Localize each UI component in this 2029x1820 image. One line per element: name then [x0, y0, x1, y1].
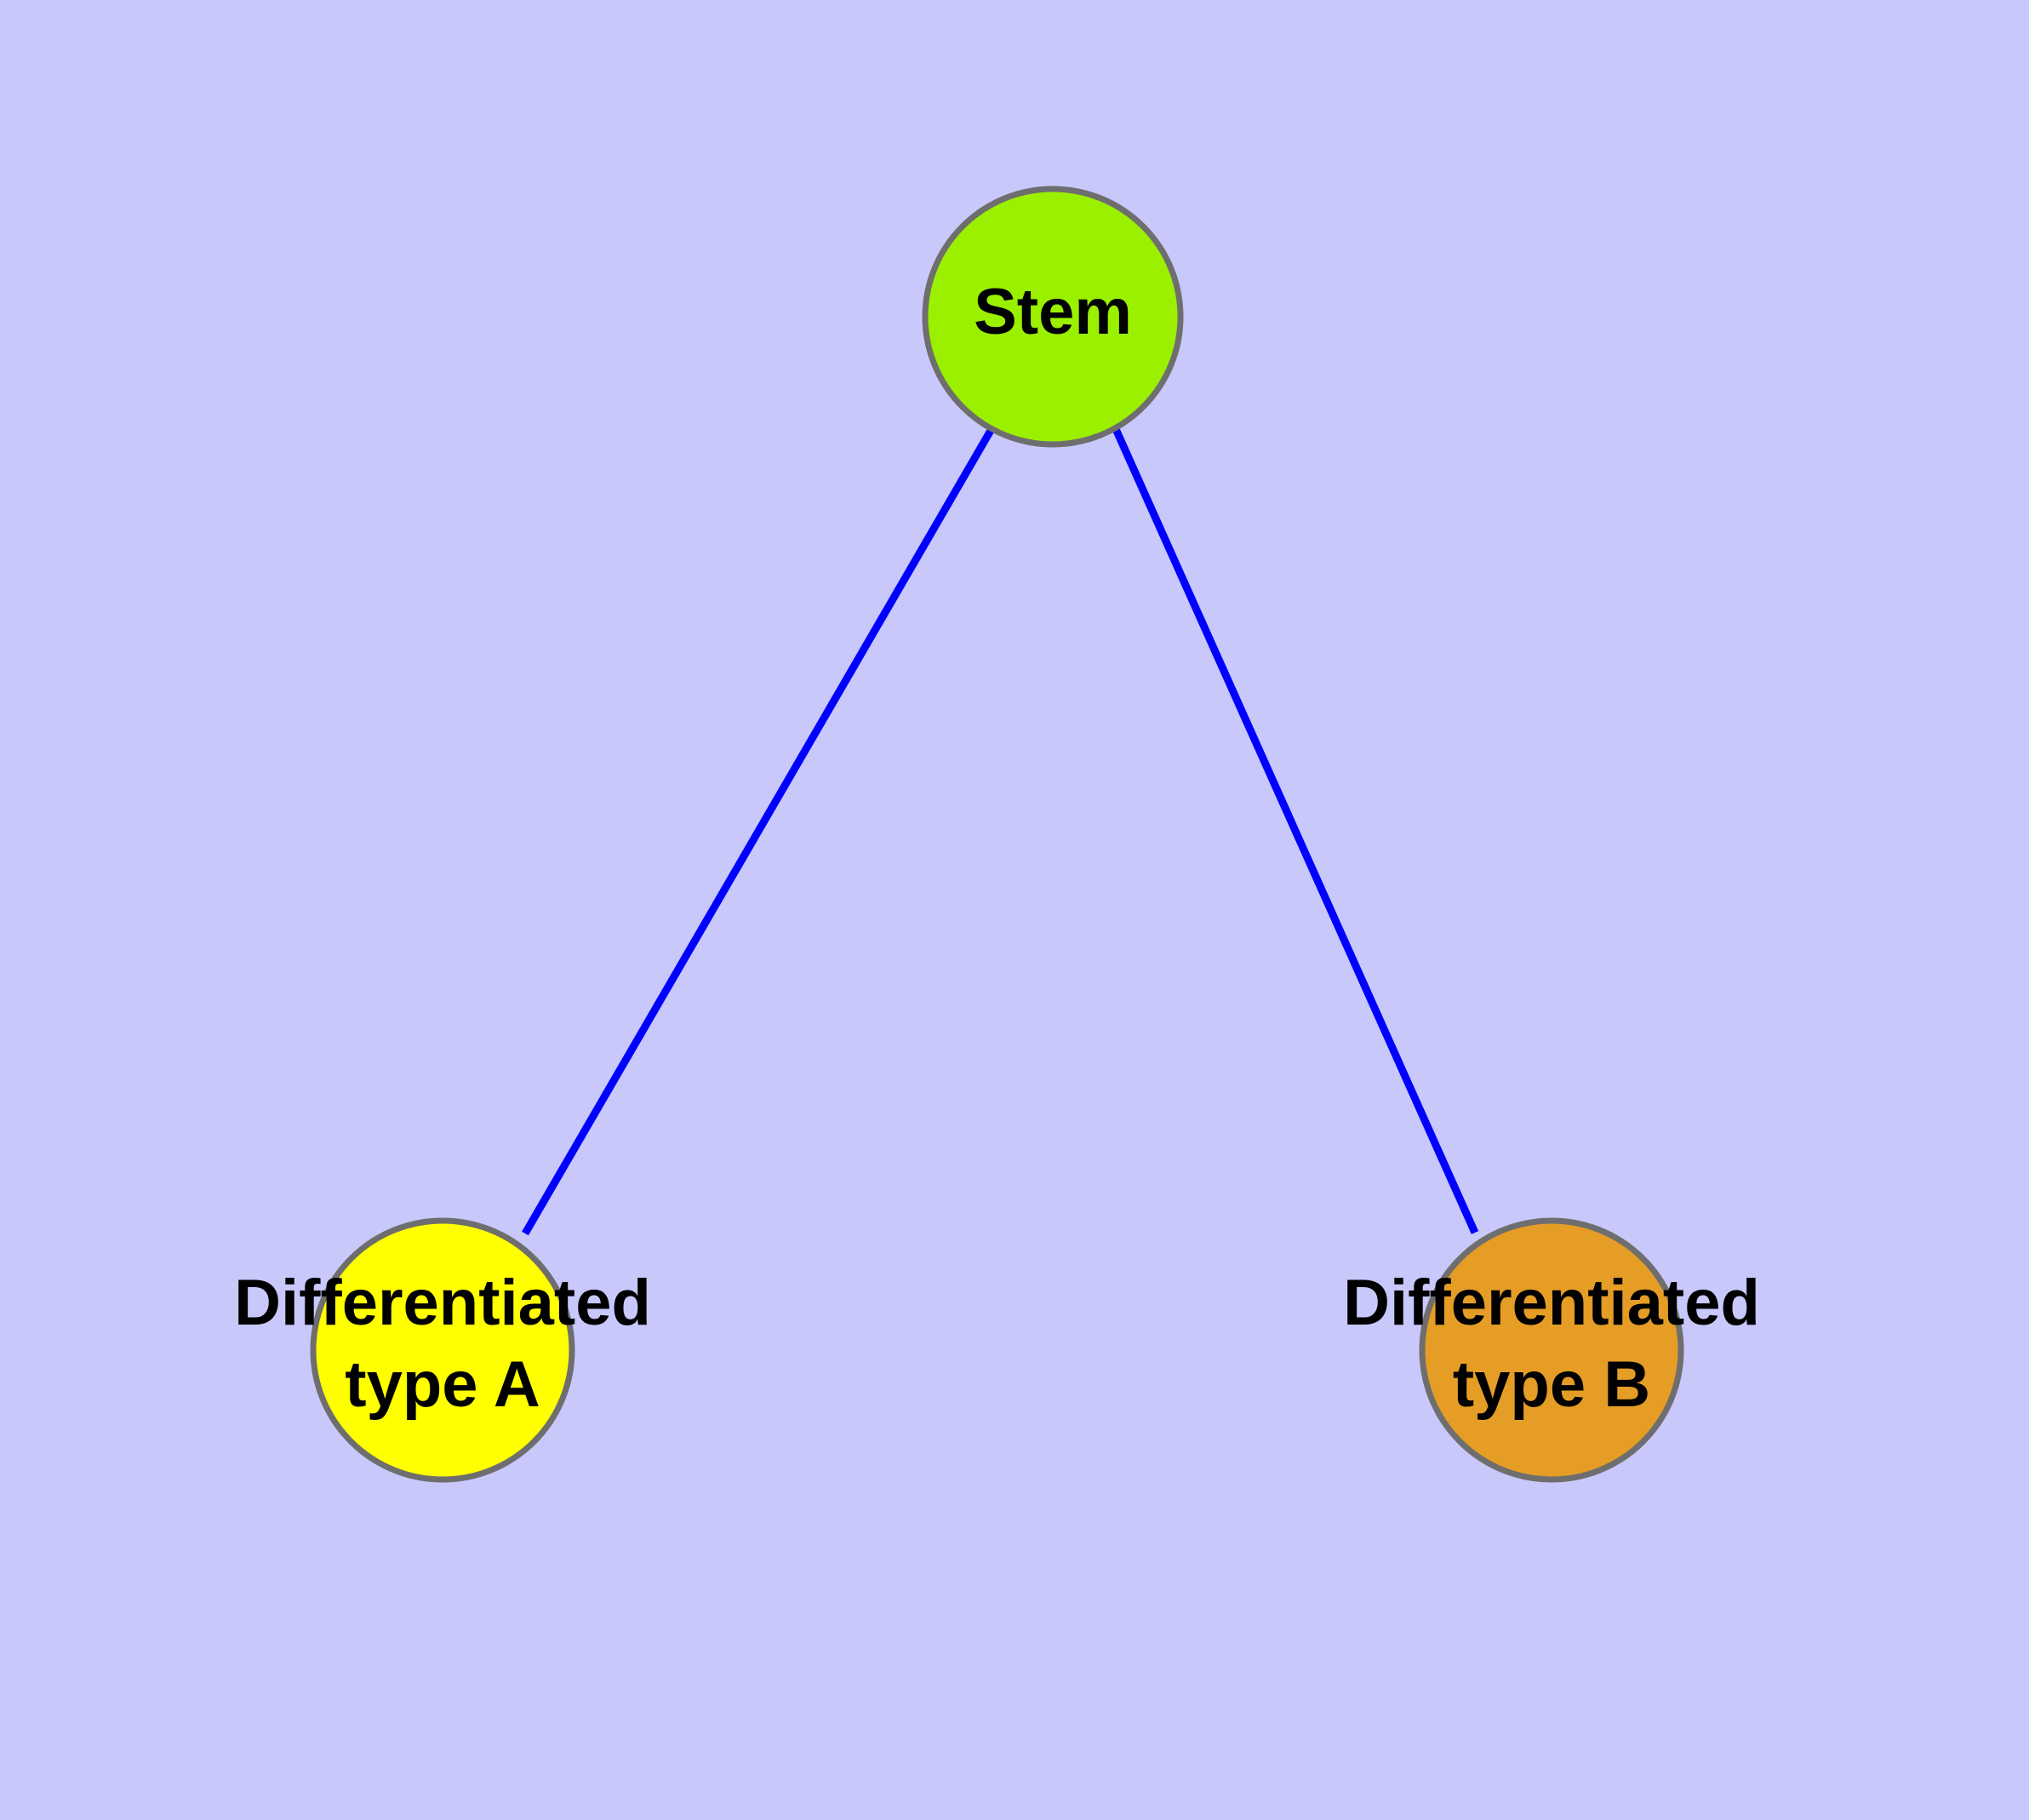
nodes-group: Stem	[310, 186, 1684, 1483]
node-stem[interactable]: Stem	[922, 186, 1184, 448]
node-stem-label: Stem	[974, 276, 1132, 348]
node-differentiated-type-b-circle[interactable]	[1419, 1217, 1684, 1483]
node-differentiated-type-b-label: Differentiated type B	[1343, 1267, 1760, 1421]
edges-group	[522, 426, 1479, 1236]
node-differentiated-type-a-label-line-1: Differentiated	[234, 1267, 651, 1339]
node-differentiated-type-a[interactable]	[310, 1217, 575, 1483]
node-differentiated-type-b[interactable]	[1419, 1217, 1684, 1483]
edge-stem-to-differentiated-type-b[interactable]	[1112, 427, 1479, 1234]
node-differentiated-type-b-label-line-2: type B	[1453, 1348, 1650, 1421]
labels-group: Differentiated type A Differentiated typ…	[234, 1267, 1760, 1421]
node-differentiated-type-a-circle[interactable]	[310, 1217, 575, 1483]
edge-stem-to-differentiated-type-a[interactable]	[522, 426, 995, 1236]
node-differentiated-type-b-label-line-1: Differentiated	[1343, 1267, 1760, 1339]
node-differentiated-type-a-label-line-2: type A	[345, 1348, 540, 1421]
node-stem-circle[interactable]	[922, 186, 1184, 448]
node-differentiated-type-a-label: Differentiated type A	[234, 1267, 651, 1421]
